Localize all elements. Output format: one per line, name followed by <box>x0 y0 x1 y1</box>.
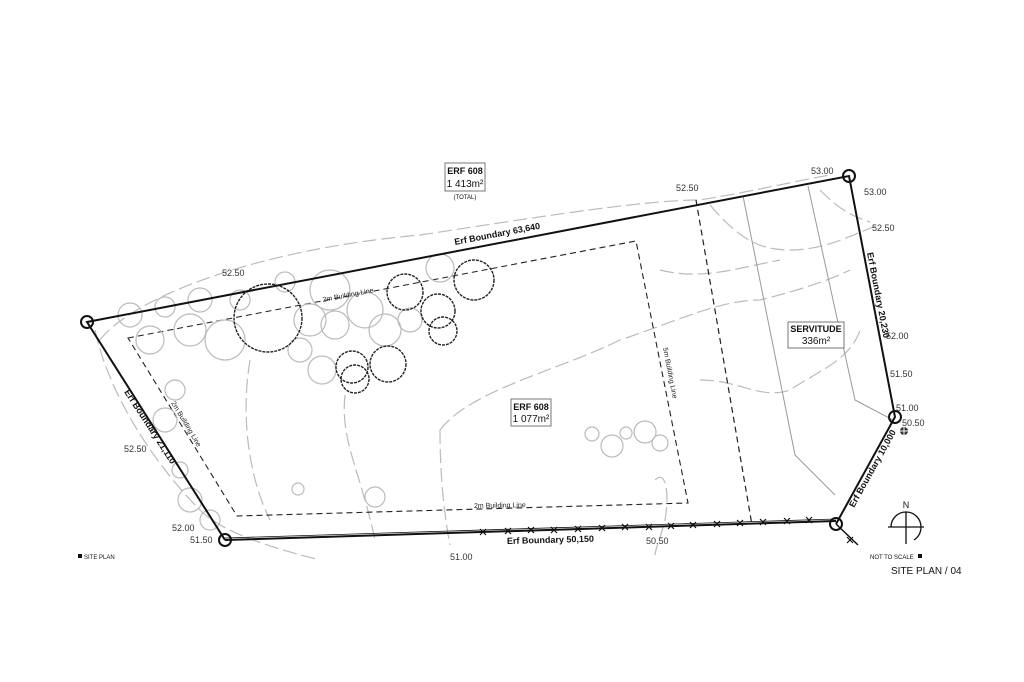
erf-net-label: ERF 608 1 077m² <box>510 398 552 427</box>
legend-site-plan: SITE PLAN <box>84 555 115 561</box>
svg-text:50.50: 50.50 <box>902 418 925 428</box>
svg-text:52.50: 52.50 <box>222 268 245 278</box>
legend-bullet-icon <box>918 554 922 558</box>
svg-text:52.50: 52.50 <box>124 444 147 454</box>
svg-text:ERF 608: ERF 608 <box>447 166 483 176</box>
servitude-lines <box>695 185 894 526</box>
building-line-east-label: 5m Building Line <box>661 347 678 399</box>
sheet-title: SITE PLAN / 04 <box>891 566 962 577</box>
contour-lines <box>94 174 881 561</box>
svg-text:51.00: 51.00 <box>450 552 473 562</box>
svg-text:53.00: 53.00 <box>864 187 887 197</box>
svg-text:336m²: 336m² <box>802 336 831 347</box>
svg-text:51.00: 51.00 <box>896 403 919 413</box>
svg-text:(TOTAL): (TOTAL) <box>454 195 477 201</box>
building-line <box>127 240 689 517</box>
existing-trees-retained <box>233 259 495 394</box>
erf-total-label: ERF 608 1 413m² (TOTAL) <box>444 162 486 201</box>
svg-text:1 077m²: 1 077m² <box>513 414 550 425</box>
svg-text:53.00: 53.00 <box>811 166 834 176</box>
boundary-south-label: Erf Boundary 50,150 <box>507 534 594 546</box>
svg-text:SERVITUDE: SERVITUDE <box>790 324 841 334</box>
svg-text:52.50: 52.50 <box>676 183 699 193</box>
boundary-pegs <box>80 169 902 547</box>
building-line-north-label: 2m Building Line <box>322 287 374 304</box>
servitude-label: SERVITUDE 336m² <box>787 321 845 349</box>
legend-bullet-icon <box>78 554 82 558</box>
svg-text:52.00: 52.00 <box>172 523 195 533</box>
boundary-southeast-label: Erf Boundary 10,000 <box>847 428 898 509</box>
svg-text:50.50: 50.50 <box>646 536 669 546</box>
legend-not-to-scale: NOT TO SCALE <box>870 555 914 561</box>
north-arrow-icon <box>888 511 924 544</box>
building-line-west-label: 2m Building Line <box>169 400 202 448</box>
building-line-south-label: 2m Building Line <box>474 502 526 510</box>
svg-text:51.50: 51.50 <box>890 369 913 379</box>
spot-levels: 52.50 52.50 53.00 53.00 52.50 52.00 51.5… <box>124 166 925 562</box>
svg-text:52.00: 52.00 <box>886 331 909 341</box>
north-label: N <box>903 500 910 510</box>
survey-marker-icon <box>898 425 910 437</box>
svg-text:ERF 608: ERF 608 <box>513 402 549 412</box>
existing-trees-grey <box>117 253 669 531</box>
svg-text:52.50: 52.50 <box>872 223 895 233</box>
erf-boundary <box>85 174 897 546</box>
svg-text:51.50: 51.50 <box>190 535 213 545</box>
svg-text:1 413m²: 1 413m² <box>447 179 484 190</box>
